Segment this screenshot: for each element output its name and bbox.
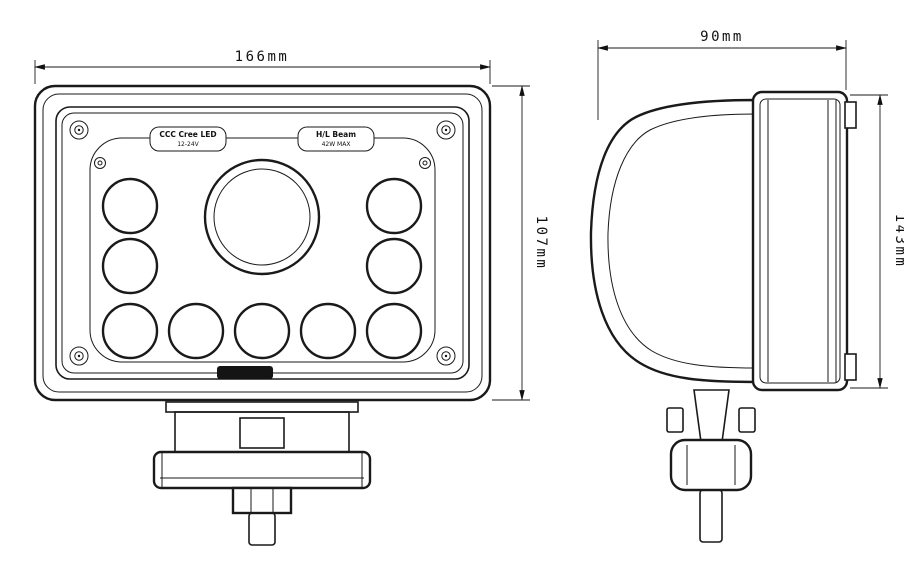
side-height-dimension-text: 143mm [892,214,904,269]
face-screw-icon [419,157,431,169]
side-depth-dimension-text: 90mm [700,29,744,45]
led-circle [365,237,423,295]
heatsink [589,98,757,384]
led-circle [299,302,357,360]
corner-screws [69,120,456,366]
led-array [101,177,423,360]
bracket-base-block [669,438,753,492]
threaded-stud [248,512,276,546]
projector-lens [203,158,321,276]
side-view: 90mm 143mm [589,29,904,543]
led-circle [101,177,159,235]
side-depth-dimension: 90mm [597,29,847,120]
led-circle [365,177,423,235]
hex-nut [231,486,293,515]
face-contour [89,137,436,363]
beam-label: H/L Beam 42W MAX [297,126,375,152]
side-bracket [666,389,756,543]
bracket-arm [693,389,730,443]
screw-icon [436,346,456,366]
front-width-dimension: 166mm [34,49,491,84]
heatsink-silhouette [589,98,757,384]
bracket-knob-backing [236,414,288,452]
bezel-inner [759,98,841,384]
bracket-base [152,450,372,490]
screw-icon [436,120,456,140]
front-width-dimension-text: 166mm [235,49,290,65]
housing-inner-frame [42,93,483,393]
bracket-flange [165,401,359,413]
screw-icon [69,346,89,366]
led-circle [365,302,423,360]
side-height-dimension: 143mm [850,94,904,389]
mount-tab [844,353,857,381]
led-circle [233,302,291,360]
screw-icon [69,120,89,140]
cert-label-line2: 12-24V [177,141,199,148]
cert-label: CCC Cree LED 12-24V [149,126,227,152]
front-bracket [152,401,372,546]
threaded-stud [699,489,723,543]
beam-label-line1: H/L Beam [316,130,356,139]
front-height-dimension: 107mm [492,85,549,401]
pivot-bolt-head [666,407,684,433]
lens-bezel [751,90,857,392]
mount-tab [844,101,857,129]
led-circle [101,237,159,295]
led-circle [101,302,159,360]
cert-label-line1: CCC Cree LED [159,130,216,139]
beam-label-line2: 42W MAX [322,141,351,148]
front-view: 166mm 107mm [33,49,549,546]
brand-label [217,366,273,379]
bezel-outer [751,90,849,392]
bracket-knob [239,417,285,449]
face-screw-icon [94,157,106,169]
led-circle [167,302,225,360]
heatsink-fins [607,113,756,369]
front-height-dimension-text: 107mm [533,216,549,271]
pivot-nut [738,407,756,433]
